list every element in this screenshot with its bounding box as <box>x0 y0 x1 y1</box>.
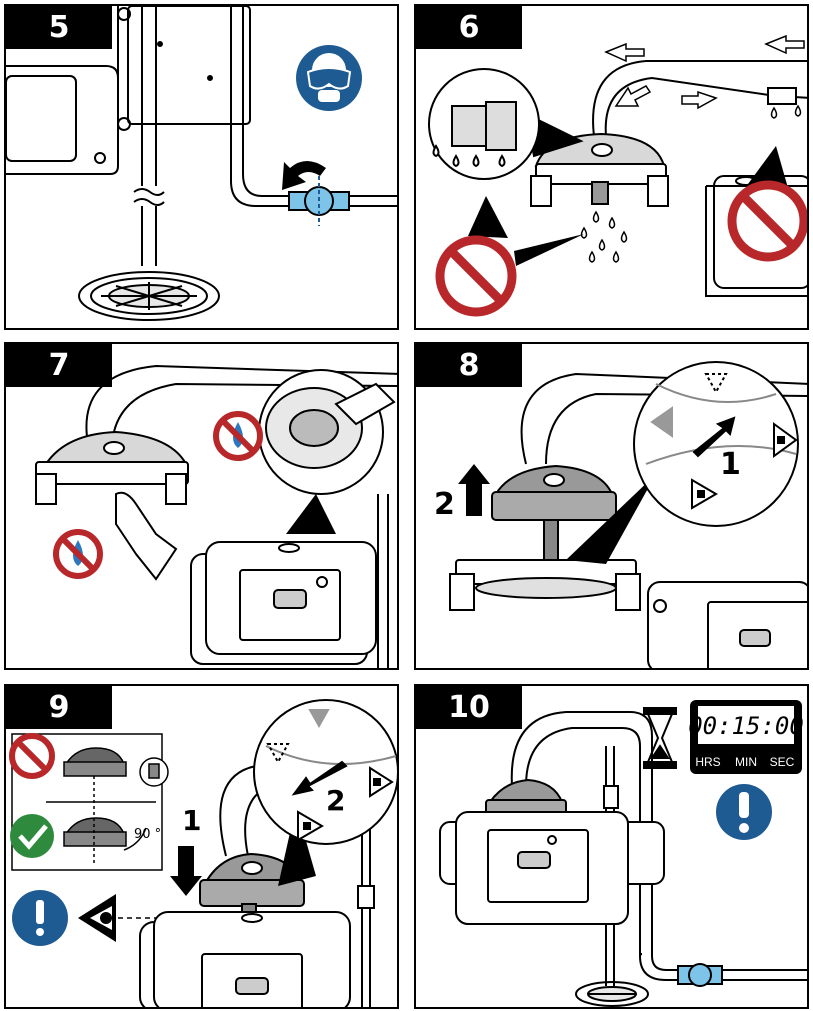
lower-arrow-icon <box>170 846 202 896</box>
no-water-icon <box>216 414 260 458</box>
water-drops <box>772 106 801 118</box>
analyzer-enclosure <box>440 812 664 924</box>
step-5-panel: 5 <box>4 4 399 330</box>
sample-line <box>640 956 809 980</box>
callout-1: 1 <box>720 447 741 482</box>
attention-icon <box>12 890 68 946</box>
timer-unit-hrs: HRS <box>695 755 720 769</box>
timer-unit-min: MIN <box>735 755 757 769</box>
floor-drain <box>79 272 219 320</box>
callout-1: 1 <box>182 804 201 837</box>
prohibited-icon <box>732 185 804 257</box>
step-6-panel: 6 <box>414 4 809 330</box>
step-8-illustration: 1 2 <box>416 344 809 670</box>
floor-drain <box>576 982 648 1006</box>
step-10-illustration: 00:15:00 HRS MIN SEC <box>416 686 809 1009</box>
analyzer-enclosure <box>648 582 809 670</box>
eye-protection-icon <box>296 45 362 111</box>
step-7-panel: 7 <box>4 342 399 670</box>
step-7-illustration <box>6 344 399 670</box>
analyzer-enclosure <box>6 6 250 174</box>
analyzer-enclosure <box>191 494 388 670</box>
water-drops <box>582 212 627 262</box>
prohibited-icon <box>12 736 52 776</box>
analyzer-enclosure <box>140 912 350 1009</box>
angle-label: 90 ° <box>134 827 161 842</box>
flow-cell <box>450 560 640 610</box>
no-water-icon <box>56 532 100 576</box>
step-9-panel: 9 90 ° <box>4 684 399 1009</box>
step-6-illustration <box>416 6 809 330</box>
cleaning-cloth-icon <box>116 493 176 579</box>
prohibited-icon <box>440 240 512 312</box>
attention-icon <box>716 784 772 840</box>
callout-2: 2 <box>326 784 345 817</box>
step-5-illustration <box>6 6 399 330</box>
tee-fitting <box>768 88 796 104</box>
callout-2: 2 <box>434 487 455 522</box>
lift-arrow-icon <box>458 464 490 516</box>
check-icon <box>10 814 54 858</box>
timer-value: 00:15:00 <box>688 712 804 740</box>
hourglass-icon <box>644 708 676 768</box>
sensor-cap <box>36 432 188 504</box>
detail-callout <box>259 370 394 494</box>
shutoff-valve[interactable] <box>678 964 722 986</box>
step-10-panel: 10 00:15:00 HRS MIN SEC <box>414 684 809 1009</box>
timer-unit-sec: SEC <box>770 755 795 769</box>
timer-display: 00:15:00 HRS MIN SEC <box>688 700 804 774</box>
step-8-panel: 8 <box>414 342 809 670</box>
step-9-illustration: 90 ° <box>6 686 399 1009</box>
